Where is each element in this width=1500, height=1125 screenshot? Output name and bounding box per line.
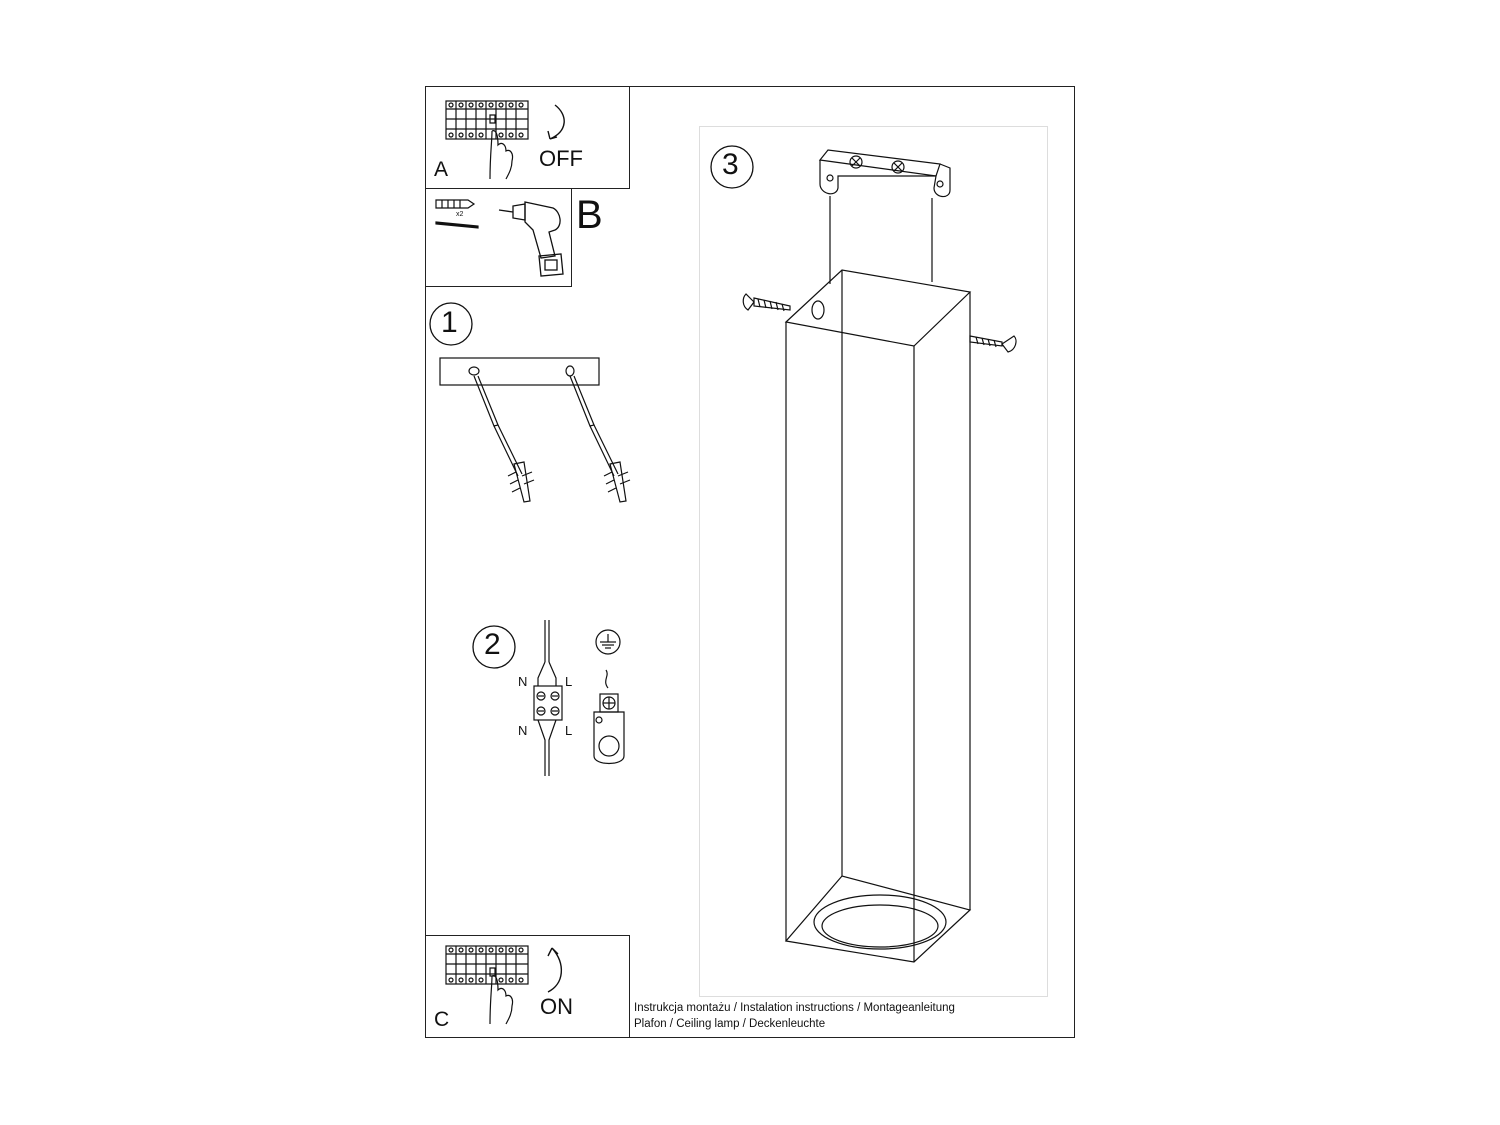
footer-subtitle: Plafon / Ceiling lamp / Deckenleuchte <box>634 1018 826 1030</box>
step-3-badge <box>710 145 754 189</box>
step-3-frame <box>699 126 1048 997</box>
step-1-badge <box>429 302 473 346</box>
panel-c-letter: C <box>434 1008 450 1031</box>
step-2-number: 2 <box>484 628 501 661</box>
instruction-sheet <box>425 86 1075 1038</box>
off-label: OFF <box>539 146 583 171</box>
label-l-bottom: L <box>565 723 573 738</box>
breaker-off-icon <box>445 100 565 180</box>
footer-title: Instrukcja montażu / Instalation instruc… <box>634 1002 955 1014</box>
wall-plug-screw-icon <box>435 199 479 229</box>
label-l-top: L <box>565 674 573 689</box>
panel-a-letter: A <box>434 158 449 181</box>
dowel-count: x2 <box>456 211 464 218</box>
drill-icon <box>498 201 564 277</box>
ground-terminal-icon <box>593 629 625 765</box>
step-3-number: 3 <box>722 148 739 181</box>
ceiling-lamp-exploded-diagram <box>742 149 1017 963</box>
mounting-plate-drill-diagram <box>439 357 631 503</box>
breaker-on-icon <box>445 945 562 1025</box>
terminal-block-wiring-diagram <box>533 620 563 776</box>
panel-b-letter: B <box>576 193 603 237</box>
on-label: ON <box>540 994 573 1019</box>
step-1-number: 1 <box>441 306 458 339</box>
label-n-top: N <box>518 674 528 689</box>
step-2-badge <box>472 625 516 669</box>
label-n-bottom: N <box>518 723 528 738</box>
